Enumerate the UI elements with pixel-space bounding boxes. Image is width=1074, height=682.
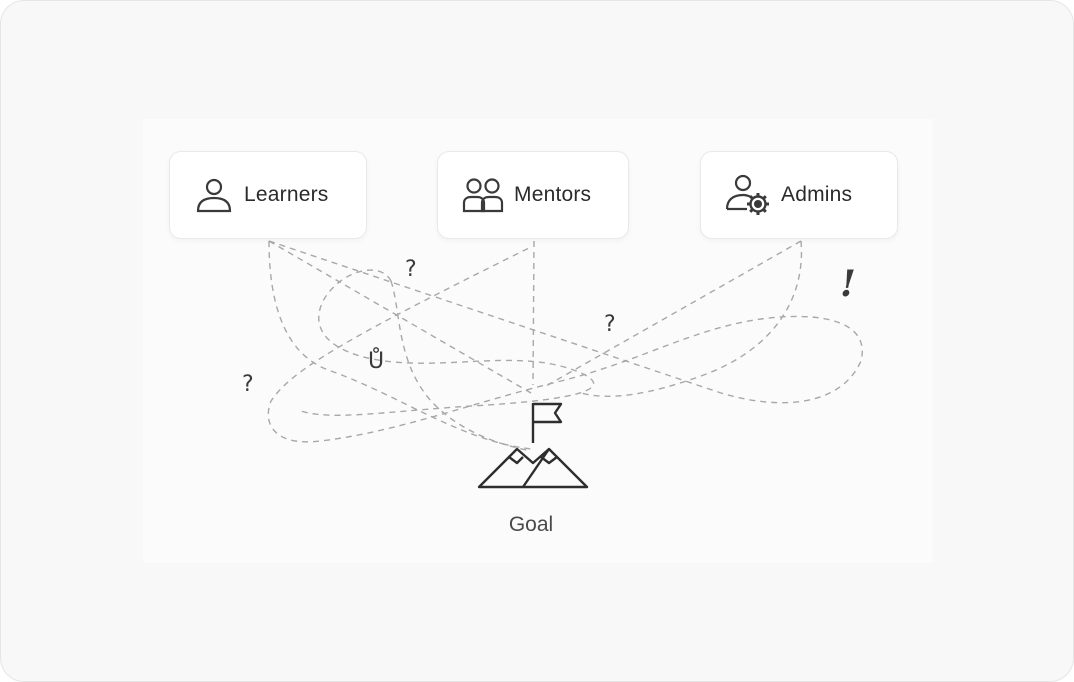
path-learners-loop	[268, 240, 532, 450]
path-admins-curve	[580, 240, 803, 397]
mountain-flag-icon	[475, 399, 591, 496]
goal-label: Goal	[508, 513, 554, 536]
u-ring-mark: Ů	[368, 349, 385, 374]
node-label: Admins	[781, 183, 853, 206]
question-mark: ?	[604, 312, 616, 337]
path-loop-small	[390, 280, 532, 452]
path-admins-diagonal	[545, 240, 802, 387]
user-icon	[194, 175, 234, 215]
node-admins: Admins	[700, 151, 898, 239]
user-gear-icon	[725, 173, 771, 217]
node-label: Mentors	[514, 183, 592, 206]
path-learners-goal	[268, 240, 532, 394]
node-mentors: Mentors	[437, 151, 629, 239]
path-loop-center	[300, 269, 595, 416]
question-mark: ?	[242, 372, 254, 397]
users-icon	[462, 175, 504, 215]
exclamation-mark: !	[840, 263, 856, 305]
node-label: Learners	[244, 183, 329, 206]
question-mark: ?	[405, 257, 417, 282]
path-mentors-vertical	[532, 240, 535, 386]
node-learners: Learners	[169, 151, 367, 239]
path-learners-diagonal	[267, 240, 863, 443]
